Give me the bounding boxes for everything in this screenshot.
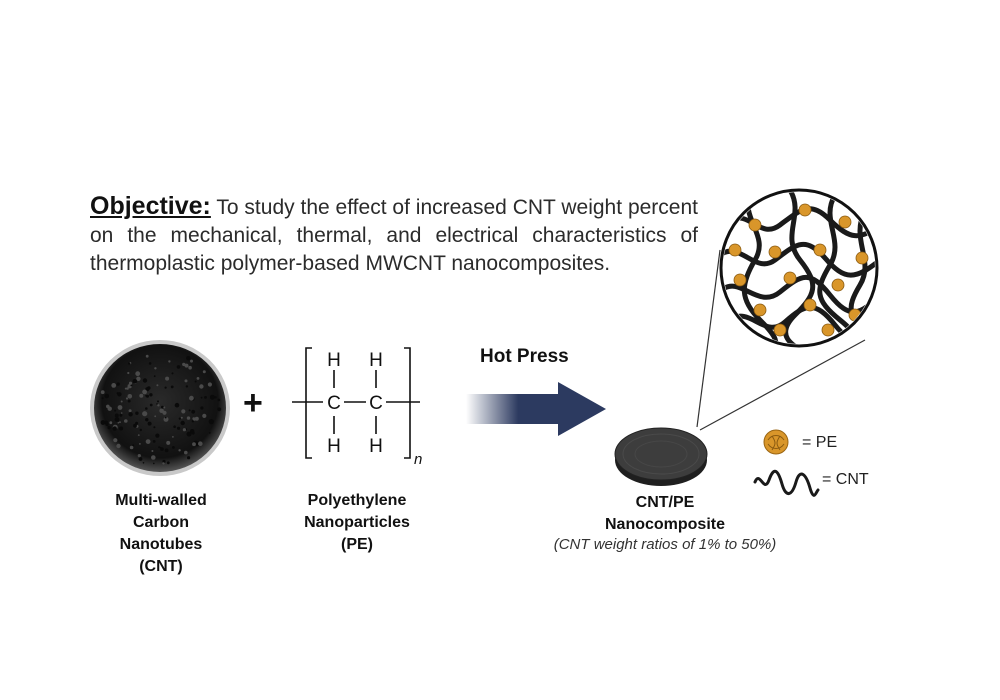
cnt-caption: Multi-walled Carbon Nanotubes (CNT): [86, 490, 236, 578]
nanocomposite-caption-line: Nanocomposite: [575, 514, 755, 536]
hot-press-label: Hot Press: [480, 346, 569, 368]
cnt-caption-line: Multi-walled: [86, 490, 236, 512]
atom-h-top-right: H: [369, 350, 383, 371]
cnt-powder-image: [88, 338, 238, 478]
cnt-caption-line: (CNT): [86, 556, 236, 578]
weight-ratio-note: (CNT weight ratios of 1% to 50%): [520, 536, 810, 553]
repeat-subscript: n: [414, 451, 422, 468]
objective-text: Objective: To study the effect of increa…: [90, 192, 698, 278]
atom-h-bottom-left: H: [327, 436, 341, 457]
legend-cnt-label: = CNT: [822, 471, 869, 489]
pe-caption-line: Polyethylene: [282, 490, 432, 512]
process-arrow-icon: [466, 378, 611, 438]
atom-c-right: C: [369, 393, 383, 414]
atom-c-left: C: [327, 393, 341, 414]
plus-sign: +: [243, 384, 263, 423]
legend-pe-label: = PE: [802, 434, 837, 452]
magnified-view: [640, 180, 890, 450]
cnt-caption-line: Carbon: [86, 512, 236, 534]
pe-caption: Polyethylene Nanoparticles (PE): [282, 490, 432, 556]
cnt-line-icon: [752, 468, 822, 500]
cnt-caption-line: Nanotubes: [86, 534, 236, 556]
nanocomposite-disc-image: [612, 420, 712, 490]
nanocomposite-caption-line: CNT/PE: [575, 492, 755, 514]
objective-heading: Objective:: [90, 192, 211, 220]
polyethylene-structure: H H C C H H n: [288, 340, 438, 470]
pe-particle-icon: [762, 428, 792, 458]
nanocomposite-caption: CNT/PE Nanocomposite: [575, 492, 755, 536]
pe-caption-line: (PE): [282, 534, 432, 556]
pe-caption-line: Nanoparticles: [282, 512, 432, 534]
atom-h-top-left: H: [327, 350, 341, 371]
atom-h-bottom-right: H: [369, 436, 383, 457]
